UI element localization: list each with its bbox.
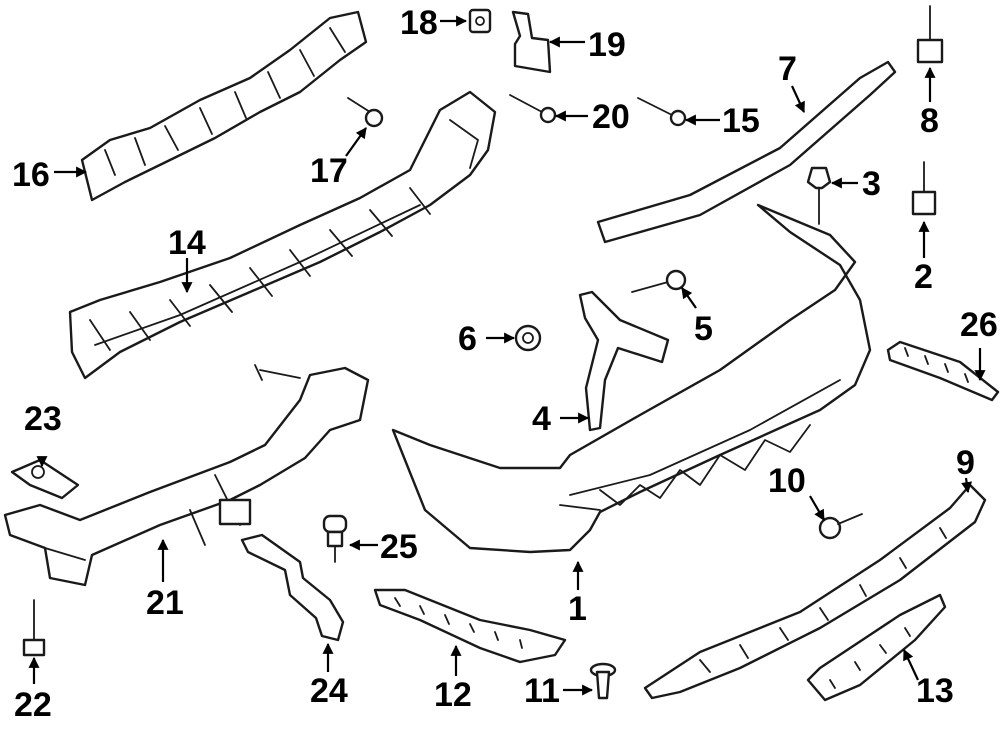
callout-17: 17 — [310, 152, 348, 190]
callout-1: 1 — [568, 590, 587, 628]
callout-4: 4 — [532, 400, 551, 438]
callout-11: 11 — [524, 672, 560, 710]
callout-14: 14 — [168, 224, 206, 262]
callout-24: 24 — [310, 672, 348, 710]
part-14-bumper-reinforcement — [68, 90, 497, 380]
part-9-lower-valance — [643, 483, 987, 700]
part-16-energy-absorber — [80, 10, 368, 202]
part-21-tow-hitch — [3, 364, 370, 587]
part-1-bumper-cover — [391, 203, 872, 554]
part-6-nut — [514, 324, 542, 352]
callout-10: 10 — [768, 462, 806, 500]
part-23-clip-nut — [10, 458, 80, 500]
callout-26: 26 — [960, 306, 998, 344]
part-24-ball-mount — [240, 533, 345, 642]
part-18-clip — [468, 8, 492, 34]
callout-22: 22 — [14, 686, 52, 724]
part-15-bolt — [637, 97, 687, 127]
callout-13: 13 — [916, 672, 954, 710]
part-22-bolt — [22, 599, 46, 657]
callout-19: 19 — [588, 26, 626, 64]
part-25-hitch-ball — [322, 514, 348, 563]
part-20-bolt — [509, 94, 557, 124]
part-2-bolt — [911, 161, 937, 216]
part-7-trim-strip — [596, 60, 897, 244]
part-5-bolt — [631, 269, 687, 293]
callout-21: 21 — [146, 584, 184, 622]
callout-5: 5 — [694, 310, 713, 348]
callout-9: 9 — [956, 444, 975, 482]
part-13-right-reflector — [806, 593, 947, 702]
part-12-left-reflector — [373, 588, 567, 664]
callout-18: 18 — [400, 4, 438, 42]
callout-6: 6 — [458, 320, 477, 358]
callout-15: 15 — [722, 102, 760, 140]
part-4-bracket — [578, 290, 670, 432]
part-8-bolt — [916, 5, 944, 64]
callout-2: 2 — [914, 258, 933, 296]
callout-3: 3 — [862, 165, 881, 203]
callout-23: 23 — [24, 400, 62, 438]
leader-arrows — [28, 15, 986, 696]
callout-12: 12 — [434, 676, 472, 714]
part-19-bracket — [511, 10, 552, 74]
callout-8: 8 — [920, 102, 939, 140]
part-26-side-reflector — [886, 340, 1000, 402]
part-10-bolt — [818, 513, 863, 540]
part-17-bolt — [347, 97, 384, 128]
callout-25: 25 — [380, 528, 418, 566]
part-11-push-pin — [589, 662, 617, 700]
callout-20: 20 — [592, 98, 630, 136]
part-3-push-pin — [806, 166, 832, 225]
callout-16: 16 — [12, 156, 50, 194]
callout-7: 7 — [778, 50, 797, 88]
